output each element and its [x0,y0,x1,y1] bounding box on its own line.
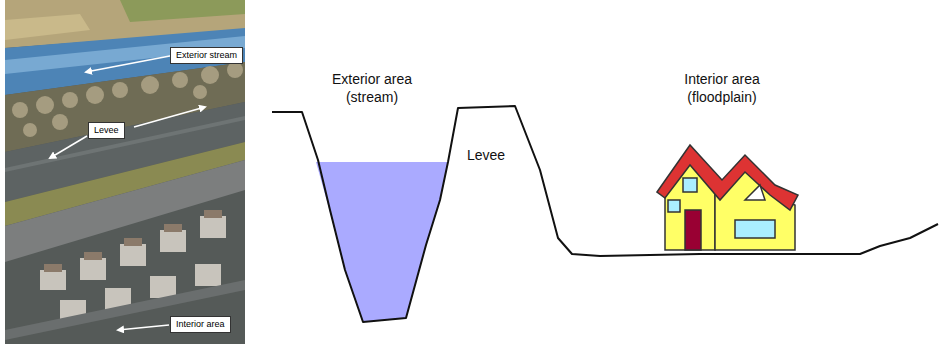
label-text: Exterior stream [176,50,237,61]
section-label: Interior area (floodplain) [662,70,782,106]
section-label: Levee [446,146,526,164]
house [657,145,798,250]
label-box: Levee [88,122,125,139]
label-box: Interior area [170,316,231,333]
aerial-photo [5,0,245,344]
cross-section [272,106,938,322]
section-label: Exterior area (stream) [317,70,427,106]
leader-lines [50,55,205,330]
label-box: Exterior stream [170,47,243,64]
label-text: Interior area [176,319,225,330]
label-text: Levee [94,125,119,136]
